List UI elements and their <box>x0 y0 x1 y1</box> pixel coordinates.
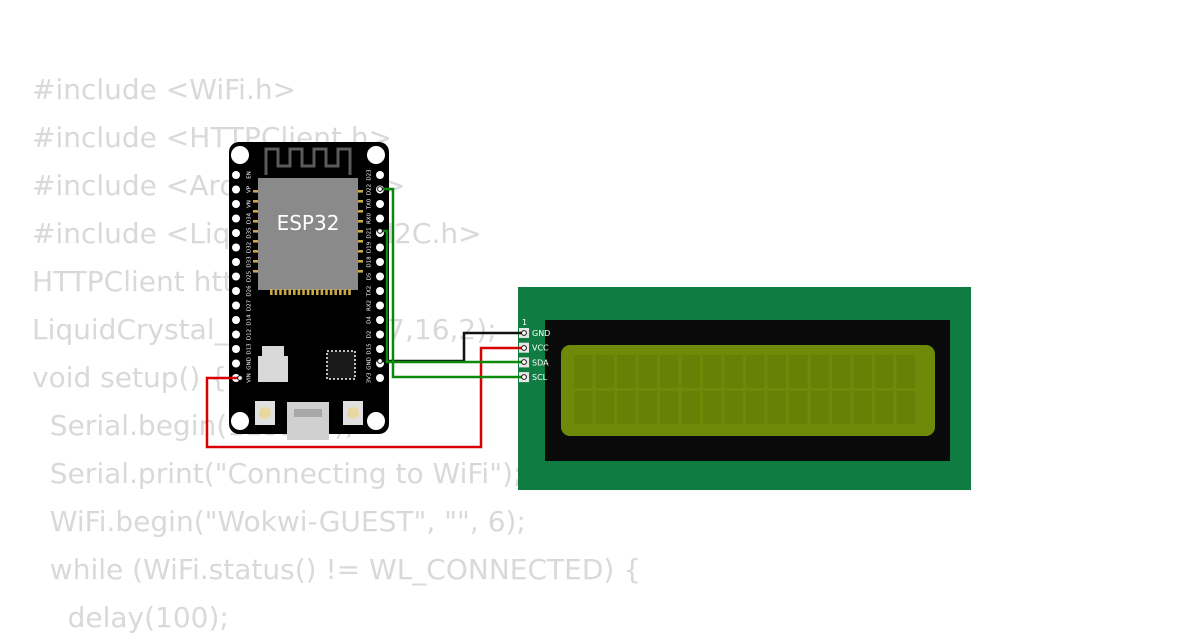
esp32-pin-label: D33 <box>247 256 253 268</box>
usb-slot <box>294 409 322 417</box>
esp32-pin[interactable] <box>376 214 384 223</box>
esp32-pin-label: D18 <box>367 256 373 268</box>
esp32-pin-label: D34 <box>247 212 253 224</box>
en-button-cap <box>347 407 359 419</box>
boot-button-cap <box>259 407 271 419</box>
mount-hole <box>231 146 249 164</box>
wires <box>205 186 527 449</box>
esp32-pin-label: EN <box>247 171 253 179</box>
wire-scl[interactable] <box>380 187 524 379</box>
esp32-pin-label: D35 <box>247 227 253 239</box>
esp32-pin[interactable] <box>376 374 384 382</box>
esp32-pin[interactable] <box>376 330 384 339</box>
esp32-pin-label: D23 <box>367 169 373 181</box>
lcd1602-module[interactable]: 1 GND VCC SDA SCL <box>518 287 971 490</box>
esp32-board[interactable]: ESP32 ENVPVND34D35D32D33D25D26D27D14D12D… <box>229 142 389 440</box>
esp32-pin[interactable] <box>232 185 240 194</box>
esp32-pin[interactable] <box>232 287 240 295</box>
pin1-marker: 1 <box>522 318 527 327</box>
esp32-pin[interactable] <box>376 345 384 353</box>
micro-usb-port[interactable] <box>287 402 329 440</box>
mount-hole <box>367 146 385 164</box>
wire-vcc[interactable] <box>205 346 524 449</box>
esp32-pin-label: VP <box>247 185 253 193</box>
esp32-pin[interactable] <box>376 243 384 252</box>
esp32-pin[interactable] <box>232 301 240 310</box>
esp32-pin-label: GND <box>367 357 373 370</box>
code-line: void setup() { <box>32 361 228 394</box>
esp32-pin[interactable] <box>376 272 384 281</box>
chip-pads <box>253 190 363 295</box>
esp32-pin-label: RX0 <box>367 212 373 224</box>
esp32-pin-label: D2 <box>367 331 373 339</box>
esp32-pin-label: D13 <box>247 343 253 355</box>
esp32-pin-label: D5 <box>367 272 373 280</box>
esp32-pin[interactable] <box>232 258 240 266</box>
mount-hole <box>367 412 385 430</box>
esp32-pin-label: D32 <box>247 242 253 253</box>
esp32-pin-label: 3V3 <box>367 372 373 383</box>
lcd-character-cells <box>574 355 915 424</box>
lcd-pin-label: GND <box>532 329 550 338</box>
esp32-pin-label: GND <box>247 357 253 370</box>
lcd-pin-label: SDA <box>532 358 549 367</box>
esp32-pin[interactable] <box>376 258 384 266</box>
usb-uart-chip <box>326 350 356 380</box>
esp32-pin[interactable] <box>232 214 240 223</box>
code-line: WiFi.begin("Wokwi-GUEST", "", 6); <box>32 505 526 538</box>
esp32-pin-label: D4 <box>367 316 373 324</box>
mount-hole <box>231 412 249 430</box>
esp32-pin[interactable] <box>376 171 384 179</box>
esp32-pin[interactable] <box>232 359 240 368</box>
esp32-pin[interactable] <box>232 229 240 237</box>
voltage-regulator <box>258 356 288 382</box>
esp32-pin-label: D15 <box>367 343 373 355</box>
esp32-pin[interactable] <box>232 200 240 208</box>
esp32-pin[interactable] <box>232 345 240 353</box>
esp32-pin-label: D27 <box>247 299 253 311</box>
wire-sda[interactable] <box>380 229 524 364</box>
antenna-trace <box>264 147 352 175</box>
esp32-pin-label: VIN <box>247 373 253 383</box>
esp32-pin-label: D21 <box>367 227 373 238</box>
esp32-chip <box>258 178 358 290</box>
esp32-pin-label: D22 <box>367 184 373 195</box>
esp32-pin-label: TX2 <box>367 286 373 298</box>
esp32-pin[interactable] <box>376 301 384 310</box>
code-line: Serial.print("Connecting to WiFi"); <box>32 457 523 490</box>
esp32-pin-label: D19 <box>367 241 373 253</box>
esp32-pin-label: D26 <box>247 285 253 297</box>
esp32-pin-label: D14 <box>247 314 253 326</box>
esp32-pin-label: VN <box>247 200 253 208</box>
regulator-tab <box>262 346 284 356</box>
esp32-pin[interactable] <box>232 316 240 324</box>
lcd-pin-label: SCL <box>532 373 548 382</box>
esp32-pin-label: TX0 <box>367 198 373 210</box>
esp32-pin-label: D12 <box>247 329 253 340</box>
esp32-pin-label: D25 <box>247 270 253 282</box>
code-line: delay(100); <box>32 601 229 634</box>
esp32-pin-label: RX2 <box>367 300 373 311</box>
esp32-pin[interactable] <box>376 316 384 324</box>
chip-label: ESP32 <box>277 211 340 235</box>
esp32-pin[interactable] <box>376 287 384 295</box>
esp32-pin[interactable] <box>232 243 240 252</box>
esp32-pin[interactable] <box>232 330 240 339</box>
esp32-pin[interactable] <box>376 200 384 208</box>
lcd-pin-label: VCC <box>532 344 549 353</box>
esp32-pin[interactable] <box>232 272 240 281</box>
code-line: while (WiFi.status() != WL_CONNECTED) { <box>32 553 642 586</box>
esp32-pin[interactable] <box>232 171 240 179</box>
code-line: #include <WiFi.h> <box>32 73 297 106</box>
